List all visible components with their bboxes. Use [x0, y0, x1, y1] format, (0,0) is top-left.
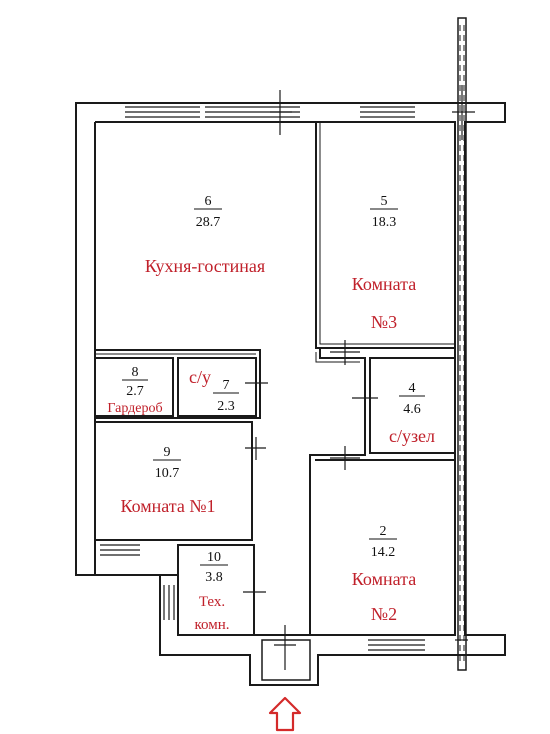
wall-room-5-inner: [319, 122, 455, 345]
room-8-area: 2.7: [126, 384, 144, 399]
room-6-area: 28.7: [196, 215, 221, 230]
room-10-name-line2: комн.: [194, 617, 229, 633]
wall-room-8-box: [94, 357, 174, 417]
room-4-label: 4 4.6 с/узел: [389, 381, 435, 446]
door-marks: [243, 85, 475, 670]
room-7-label: с/у 7 2.3: [189, 367, 239, 414]
room-7-name: с/у: [189, 367, 211, 387]
room-10-area: 3.8: [205, 570, 223, 585]
room-4-number: 4: [409, 381, 416, 396]
windows: [100, 106, 425, 651]
room-9-name: Комната №1: [120, 496, 215, 516]
room-8-number: 8: [132, 365, 139, 380]
room-6-label: 6 28.7 Кухня-гостиная: [145, 194, 265, 276]
room-6-number: 6: [205, 194, 212, 209]
window-top-left: [125, 106, 200, 118]
room-5-label: 5 18.3 Комната №3: [352, 194, 416, 332]
room-10-number: 10: [207, 550, 221, 565]
room-2-label: 2 14.2 Комната №2: [352, 524, 416, 624]
room-5-area: 18.3: [372, 215, 397, 230]
window-side-left: [163, 585, 175, 620]
entrance-arrow-icon: [268, 696, 302, 732]
room-2-name-line2: №2: [371, 604, 397, 624]
inner-wall-outline: [94, 121, 456, 636]
window-top-right: [360, 106, 415, 118]
window-left-bottom: [100, 544, 140, 556]
wall-room-5: [315, 122, 455, 349]
room-9-label: 9 10.7 Комната №1: [120, 445, 215, 516]
riser-column: [457, 17, 467, 671]
room-5-name-line1: Комната: [352, 274, 416, 294]
interior-walls: [94, 122, 456, 636]
room-5-name-line2: №3: [371, 312, 397, 332]
wall-room-9: [95, 421, 253, 541]
room-4-name: с/узел: [389, 426, 435, 446]
room-8-label: 8 2.7 Гардероб: [107, 365, 162, 416]
room-5-number: 5: [381, 194, 388, 209]
room-4-area: 4.6: [403, 402, 421, 417]
room-7-number: 7: [223, 378, 230, 393]
wall-room-8: [95, 349, 261, 419]
room-7-area: 2.3: [217, 399, 235, 414]
room-2-area: 14.2: [371, 545, 396, 560]
room-10-name-line1: Тех.: [199, 594, 225, 610]
room-2-number: 2: [380, 524, 387, 539]
wall-corridor-right: [309, 348, 366, 635]
room-8-name: Гардероб: [107, 401, 162, 416]
room-9-area: 10.7: [155, 466, 180, 481]
wall-room-4: [369, 357, 456, 454]
room-10-label: 10 3.8 Тех. комн.: [194, 550, 229, 633]
entrance-step: [261, 639, 311, 681]
window-bottom-right: [368, 639, 425, 651]
room-2-name-line1: Комната: [352, 569, 416, 589]
room-9-number: 9: [164, 445, 171, 460]
room-6-name: Кухня-гостиная: [145, 256, 265, 276]
